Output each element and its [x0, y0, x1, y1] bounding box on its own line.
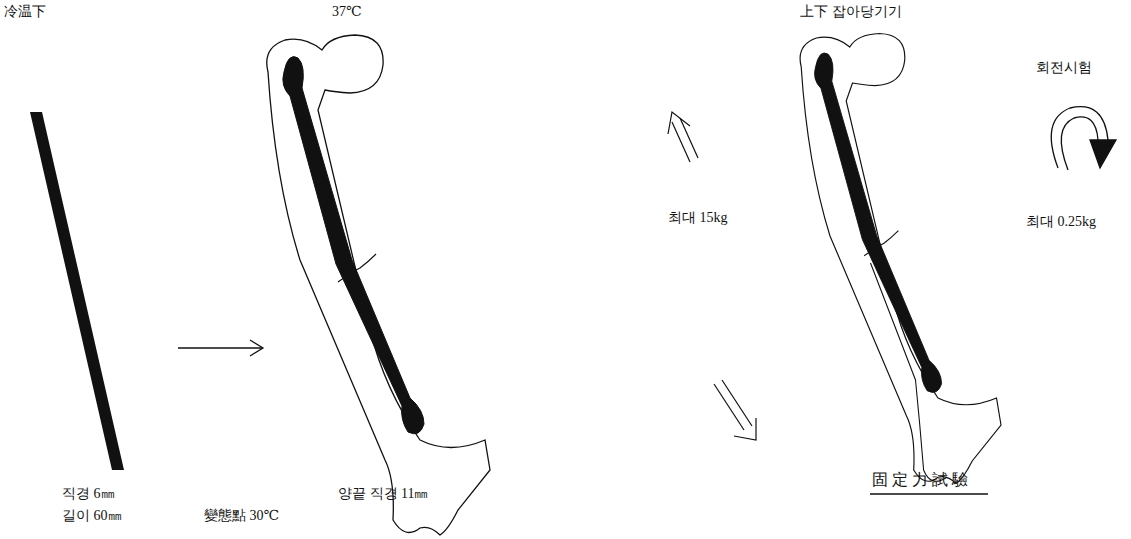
dimension: 길이 60㎜ — [62, 508, 122, 525]
displaced-fragment — [871, 263, 948, 481]
pull-arrow-up — [668, 112, 698, 162]
load-value: 최대 0.25kg — [1026, 214, 1096, 231]
test-note: 上下 잡아당기기 — [800, 4, 902, 21]
temperature-note: 37℃ — [332, 4, 362, 21]
dimension: 양끝 직경 11㎜ — [338, 486, 428, 503]
pull-arrow-down — [714, 380, 756, 440]
transform-arrow — [178, 340, 263, 356]
transition-point: 變態點 30℃ — [204, 508, 279, 525]
caption-underline — [870, 493, 988, 495]
caption: 固定力試驗 — [872, 470, 972, 489]
femur-implanted — [267, 35, 490, 535]
dimension: 직경 6㎜ — [62, 486, 115, 503]
temperature-note: 冷温下 — [4, 4, 46, 21]
femur-tested — [800, 34, 1001, 484]
load-value: 최대 15kg — [668, 210, 728, 227]
straight-rod — [30, 112, 124, 470]
rotation-arrow — [1051, 107, 1116, 170]
test-note: 회전시험 — [1036, 60, 1092, 77]
